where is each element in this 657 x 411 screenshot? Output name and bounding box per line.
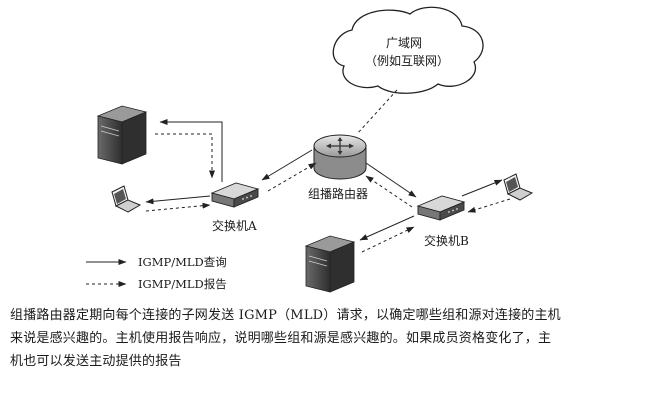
query-arrow-switch-b-to-server — [359, 215, 415, 241]
multicast-router-icon — [313, 134, 367, 180]
report-arrow-laptop-to-switch-b — [467, 198, 511, 213]
wan-cloud-icon — [332, 6, 484, 94]
query-arrow-router-to-switch-a — [261, 149, 313, 181]
cloud-label-line1: 广域网 — [386, 36, 423, 50]
legend-query-label: IGMP/MLD查询 — [138, 255, 227, 269]
report-arrow-laptop-to-switch-a — [145, 202, 211, 212]
report-arrow-switch-b-to-router — [365, 175, 413, 208]
switch-a-label: 交换机A — [212, 219, 257, 233]
laptop-right-icon — [503, 173, 534, 201]
caption-line-2: 来说是感兴趣的。主机使用报告响应，说明哪些组和源是感兴趣的。如果成员资格变化了，… — [10, 331, 552, 346]
cloud-label-line2: （例如互联网） — [365, 54, 450, 68]
router-label: 组播路由器 — [308, 187, 369, 201]
caption-line-1: 组播路由器定期向每个连接的子网发送 IGMP（MLD）请求，以确定哪些组和源对连… — [10, 308, 561, 323]
query-arrow-switch-a-to-server — [159, 119, 223, 182]
switch-a-icon — [210, 182, 260, 208]
server-top-left-icon — [96, 105, 148, 165]
report-arrow-server-to-switch-a — [155, 133, 215, 179]
report-arrow-server-to-switch-b — [361, 226, 415, 253]
igmp-mld-network-diagram — [86, 6, 534, 293]
caption-line-3: 机也可以发送主动提供的报告 — [10, 354, 182, 369]
query-arrow-switch-b-to-laptop — [461, 179, 503, 197]
legend-report-label: IGMP/MLD报告 — [138, 277, 227, 291]
query-arrow-router-to-switch-b — [365, 162, 417, 198]
query-arrow-switch-a-to-laptop — [145, 195, 211, 205]
switch-b-icon — [416, 195, 466, 221]
laptop-left-icon — [111, 185, 142, 213]
wan-link — [356, 89, 398, 135]
figure-caption: 组播路由器定期向每个连接的子网发送 IGMP（MLD）请求，以确定哪些组和源对连… — [10, 304, 650, 373]
server-bottom-icon — [304, 235, 356, 293]
switch-b-label: 交换机B — [424, 234, 469, 248]
